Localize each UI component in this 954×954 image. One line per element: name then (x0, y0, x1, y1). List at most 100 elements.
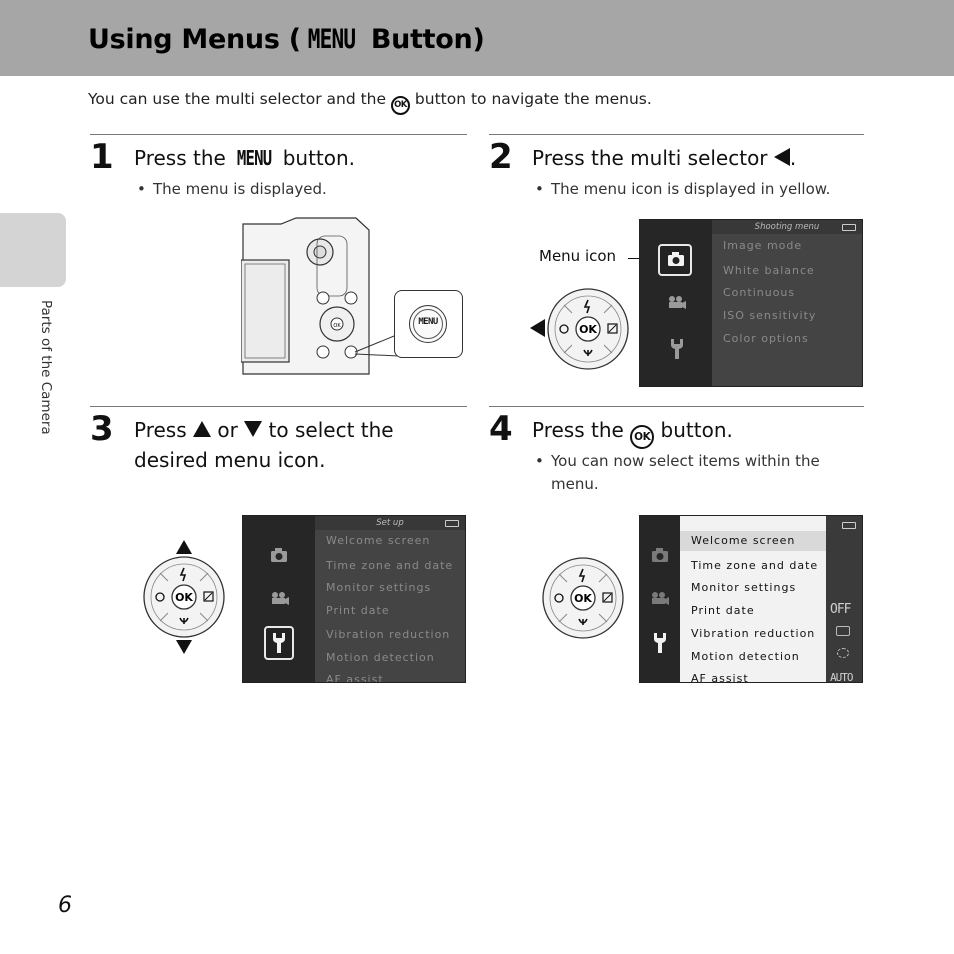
menu-item: Continuous (723, 286, 796, 299)
menu-item: Image mode (723, 239, 803, 252)
step-3-title-a: Press (134, 418, 193, 442)
step-4-title-after: button. (654, 418, 733, 442)
menu-icon-column (640, 516, 680, 682)
multi-selector-step2: OK (530, 288, 630, 370)
shooting-menu-list: Shooting menu Image mode White balance C… (712, 220, 862, 386)
step-4-bullet-line2: menu. (551, 475, 599, 493)
intro-after: button to navigate the menus. (409, 90, 652, 108)
step-1-bullet-text: The menu is displayed. (153, 180, 327, 198)
step-1-title-before: Press the (134, 146, 233, 170)
step-2-title-after: . (789, 146, 797, 170)
up-arrow-icon (193, 421, 211, 437)
step-2-bullet-text: The menu icon is displayed in yellow. (551, 180, 831, 198)
step-1-title-after: button. (276, 146, 356, 170)
svg-text:OK: OK (579, 323, 597, 336)
multi-selector-step4: OK (541, 556, 625, 640)
wrench-icon (669, 338, 685, 360)
page-title: Using Menus (MENU Button) (88, 24, 485, 55)
menu-item: Print date (326, 604, 390, 617)
menu-icon-highlight (658, 244, 692, 276)
menu-item: ISO sensitivity (723, 309, 817, 322)
ok-button-icon: OK (390, 96, 410, 115)
camera-icon (270, 547, 288, 563)
movie-camera-icon (270, 591, 290, 607)
section-side-tab (0, 213, 66, 287)
menu-icon-column (243, 516, 315, 682)
menu-item: Time zone and date (691, 559, 819, 572)
step-2-rule (489, 134, 864, 135)
menu-button-zoom-box: MENU (394, 290, 463, 358)
menu-item: Motion detection (326, 651, 435, 664)
step-3-title-c: to select the (262, 418, 394, 442)
menu-item: Welcome screen (326, 534, 431, 547)
setup-menu-list: Set up Welcome screen Time zone and date… (315, 516, 465, 682)
wrench-icon (652, 632, 668, 654)
step-1-number: 1 (90, 137, 114, 177)
title-suffix: Button) (361, 24, 485, 55)
menu-item: Monitor settings (326, 581, 432, 594)
svg-text:OK: OK (333, 323, 341, 329)
step-3-title-b: or (211, 418, 245, 442)
movie-camera-icon (650, 591, 670, 607)
step-2-bullet: •The menu icon is displayed in yellow. (535, 178, 831, 201)
shooting-menu-screen: Shooting menu Image mode White balance C… (639, 219, 863, 387)
battery-icon (842, 224, 856, 231)
camera-icon (667, 251, 685, 267)
intro-before: You can use the multi selector and the (88, 90, 391, 108)
step-2-title: Press the multi selector . (532, 143, 796, 173)
menu-item: Motion detection (691, 650, 800, 663)
menu-icon-column (640, 220, 712, 386)
menu-icon-callout-label: Menu icon (539, 247, 617, 265)
setup-menu-screen: Set up Welcome screen Time zone and date… (242, 515, 466, 683)
wrench-icon (271, 632, 287, 654)
step-3-title-line2: desired menu icon. (134, 448, 326, 472)
svg-text:OK: OK (175, 591, 193, 604)
shooting-menu-header: Shooting menu (712, 220, 862, 234)
step-4-bullet-line1: You can now select items within the (551, 452, 820, 470)
menu-item-selected: Welcome screen (691, 534, 796, 547)
step-1-rule (90, 134, 467, 135)
off-value: OFF (830, 602, 852, 617)
setup-menu-list-active: OFF AUTO Welcome screen Time zone and da… (680, 516, 862, 682)
menu-item: Vibration reduction (691, 627, 816, 640)
setup-menu-header: Set up (315, 516, 465, 530)
down-arrow-icon (244, 421, 263, 437)
menu-item: Color options (723, 332, 809, 345)
intro-text: You can use the multi selector and the O… (88, 90, 652, 115)
motion-detection-icon (837, 648, 849, 658)
bullet-dot: • (137, 180, 146, 198)
menu-item: Monitor settings (691, 581, 797, 594)
menu-item: AF assist (326, 673, 384, 683)
camera-icon (651, 547, 669, 563)
page-number: 6 (58, 893, 72, 918)
left-arrow-icon (773, 148, 790, 166)
auto-value: AUTO (830, 671, 853, 683)
selected-row-highlight (680, 531, 826, 551)
title-menu-word: MENU (307, 24, 356, 55)
menu-item: Vibration reduction (326, 628, 451, 641)
menu-button-illustration: MENU (409, 305, 447, 343)
setup-menu-screen-active: OFF AUTO Welcome screen Time zone and da… (639, 515, 863, 683)
menu-button-label: MENU (418, 317, 438, 327)
menu-button-inner (413, 309, 443, 339)
battery-icon (842, 522, 856, 529)
svg-text:OK: OK (574, 592, 592, 605)
bullet-dot: • (535, 452, 544, 470)
step-4-bullet: • You can now select items within the menu… (535, 450, 820, 496)
vibration-reduction-icon (836, 626, 850, 636)
menu-item: White balance (723, 264, 815, 277)
menu-item: AF assist (691, 672, 749, 683)
step-1-bullet: • The menu is displayed. (137, 178, 327, 201)
title-prefix: Using Menus ( (88, 24, 301, 55)
page-header-band: Using Menus (MENU Button) (0, 0, 954, 76)
movie-camera-icon (667, 295, 687, 311)
step-1-menu-word: MENU (237, 146, 272, 170)
step-2-number: 2 (489, 137, 513, 177)
setting-values-column: OFF AUTO (826, 516, 862, 682)
step-1-title: Press the MENU button. (134, 143, 355, 173)
step-4-rule (489, 406, 864, 407)
multi-selector-step3: OK (142, 540, 228, 656)
step-2-title-before: Press the multi selector (532, 146, 774, 170)
battery-icon (445, 520, 459, 527)
menu-item: Time zone and date (326, 559, 454, 572)
